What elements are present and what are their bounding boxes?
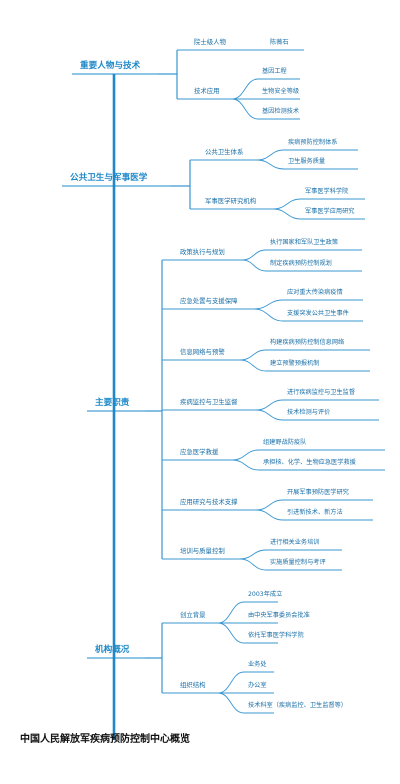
leaf-connector <box>255 399 284 411</box>
leaf-connector <box>255 499 284 511</box>
leaf-connector <box>241 259 267 272</box>
leaf-label[interactable]: 制定疾病预防控制规划 <box>270 259 332 267</box>
leaf-label[interactable]: 军事医学科学院 <box>305 187 348 195</box>
leaf-connector <box>217 622 245 644</box>
leaf-label[interactable]: 业务处 <box>248 660 267 668</box>
leaf-label[interactable]: 技术科室（疾病监控、卫生监督等） <box>248 701 347 709</box>
root-title[interactable]: 中国人民解放军疾病预防控制中心概览 <box>20 732 190 745</box>
leaf-label[interactable]: 执行国家和军队卫生政策 <box>270 238 338 246</box>
leaf-label[interactable]: 技术检测与评价 <box>287 408 330 416</box>
subtopic-label[interactable]: 应急处置与支援保障 <box>180 296 238 305</box>
leaf-connector <box>239 359 267 372</box>
leaf-label[interactable]: 由中央军事委员会批准 <box>248 611 310 619</box>
leaf-connector <box>239 558 267 571</box>
leaf-connector <box>231 98 259 120</box>
leaf-label[interactable]: 开展军事预防医学研究 <box>287 488 349 496</box>
subtopic-label[interactable]: 创立背景 <box>180 610 206 619</box>
leaf-label[interactable]: 基因检测技术 <box>262 107 299 115</box>
leaf-connector <box>255 409 284 421</box>
leaf-label[interactable]: 承担核、化学、生物应急医学救援 <box>263 458 356 466</box>
leaf-label[interactable]: 建立预警预报机制 <box>270 359 320 367</box>
branch-label[interactable]: 主要职责 <box>95 396 130 408</box>
subtopic-label[interactable]: 军事医学研究机构 <box>205 196 256 205</box>
leaf-connector <box>217 671 245 694</box>
leaf-connector <box>256 159 285 170</box>
leaf-label[interactable]: 陈薇石 <box>270 38 289 46</box>
leaf-label[interactable]: 引进新技术、新方法 <box>287 508 343 516</box>
leaf-label[interactable]: 卫生服务质量 <box>288 157 325 165</box>
leaf-connector <box>239 349 267 361</box>
subtopic-label[interactable]: 技术应用 <box>194 86 220 95</box>
leaf-label[interactable]: 军事医学应用研究 <box>305 207 355 215</box>
leaf-label[interactable]: 进行相关业务培训 <box>270 538 320 546</box>
leaf-label[interactable]: 2003年成立 <box>248 590 282 598</box>
leaf-connector <box>253 308 284 322</box>
subtopic-label[interactable]: 疾病监控与卫生监督 <box>180 397 238 406</box>
leaf-label[interactable]: 实施质量控制与考评 <box>270 558 326 566</box>
leaf-label[interactable]: 支援突发公共卫生事件 <box>287 309 349 317</box>
leaf-connector <box>241 249 267 261</box>
branch-label[interactable]: 重要人物与技术 <box>80 59 141 71</box>
subtopic-label[interactable]: 应急医学救援 <box>180 447 219 456</box>
leaf-connector <box>231 459 260 471</box>
subtopic-label[interactable]: 公共卫生体系 <box>205 147 243 156</box>
leaf-connector <box>239 549 267 560</box>
leaf-connector <box>272 198 302 210</box>
leaf-label[interactable]: 办公室 <box>248 681 267 689</box>
leaf-connector <box>272 208 302 220</box>
subtopic-label[interactable]: 政策执行与规划 <box>180 247 225 256</box>
subtopic-label[interactable]: 培训与质量控制 <box>180 546 225 555</box>
leaf-label[interactable]: 应对重大传染病疫情 <box>287 288 343 296</box>
leaf-label[interactable]: 组建野战防疫队 <box>263 438 307 446</box>
leaf-label[interactable]: 依托军事医学科学院 <box>248 631 304 639</box>
leaf-label[interactable]: 生物安全等级 <box>262 87 299 95</box>
branch-label[interactable]: 公共卫生与军事医学 <box>70 171 148 183</box>
leaf-connector <box>256 149 285 161</box>
leaf-label[interactable]: 疾病预防控制体系 <box>288 138 338 146</box>
leaf-connector <box>217 601 245 624</box>
subtopic-label[interactable]: 应用研究与技术支撑 <box>180 497 238 506</box>
branch-label[interactable]: 机构概况 <box>95 643 130 655</box>
leaf-connector <box>255 509 284 521</box>
leaf-connector <box>231 449 260 461</box>
leaf-connector <box>231 78 259 100</box>
leaf-connector <box>253 299 284 310</box>
leaf-label[interactable]: 进行疾病监控与卫生监督 <box>287 388 355 396</box>
subtopic-label[interactable]: 组织结构 <box>180 680 206 689</box>
subtopic-label[interactable]: 信息网络与预警 <box>180 347 225 356</box>
subtopic-label[interactable]: 院士级人物 <box>194 37 227 46</box>
leaf-connector <box>217 692 245 714</box>
leaf-label[interactable]: 基因工程 <box>262 67 287 75</box>
leaf-label[interactable]: 构建疾病预防控制信息网络 <box>270 338 344 346</box>
